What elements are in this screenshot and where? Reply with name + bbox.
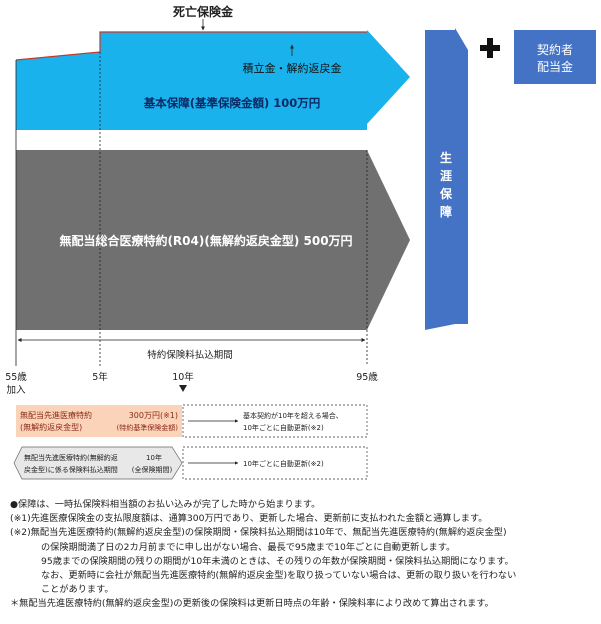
note-line: ●保障は、一時払保険料相当額のお払い込みが完了した時から始まります。: [10, 499, 321, 510]
note-line: なお、更新時に会社が無配当先進医療特約(無解約返戻金型)を取り扱っていない場合は…: [41, 570, 517, 582]
start-sub: 加入: [6, 385, 26, 396]
medical-rider-shape: [16, 150, 410, 330]
premium-term2: (全保険期間): [132, 465, 173, 474]
svg-text:保: 保: [439, 186, 453, 201]
death-benefit-line: [15, 31, 367, 61]
note-line: (※1)先進医療保険金の支払限度額は、通算300万円であり、更新した場合、更新前…: [10, 513, 488, 525]
advanced-rider-renew2: 10年ごとに自動更新(※2): [243, 423, 324, 432]
svg-text:涯: 涯: [440, 169, 452, 183]
end-age: 95歳: [356, 371, 378, 383]
advanced-rider-name2: (無解約返戻金型): [20, 422, 82, 432]
premium-name2: 戻金型)に係る保険料払込期間: [24, 465, 118, 474]
notes: ●保障は、一時払保険料相当額のお払い込みが完了した時から始まります。 (※1)先…: [10, 498, 598, 612]
note-line: ことがあります。: [41, 584, 114, 596]
yr10-label: 10年: [172, 371, 194, 383]
basic-coverage-shape: [16, 30, 410, 130]
start-age: 55歳: [5, 371, 27, 383]
note-line: 95歳までの保険期間の残りの期間が10年未満のときは、その残りの年数が保険期間・…: [41, 555, 514, 567]
premium-name1: 無配当先進医療特約(無解約返: [24, 453, 118, 462]
yr5-label: 5年: [92, 371, 108, 383]
advanced-rider-name1: 無配当先進医療特約: [20, 410, 92, 420]
lifetime-pillar: [425, 28, 468, 330]
dividend-line1: 契約者: [537, 42, 573, 57]
premium-period-box: [13, 446, 183, 480]
yr10-marker: [179, 385, 187, 392]
dividend-line2: 配当金: [537, 59, 573, 74]
advanced-rider-amount2: (特約基準保険金額): [117, 423, 179, 432]
note-line: の保険期間満了日の2カ月前までに申し出がない場合、最長で95歳まで10年ごとに自…: [41, 541, 456, 553]
basic-coverage-label: 基本保障(基準保険金額) 100万円: [143, 96, 321, 110]
accum-label: 積立金・解約返戻金: [243, 61, 342, 75]
payment-period-label: 特約保険料払込期間: [147, 349, 233, 361]
death-benefit-label: 死亡保険金: [173, 4, 234, 19]
advanced-rider-box: [16, 405, 182, 437]
note-line: (※2)無配当先進医療特約(無解約返戻金型)の保険期間・保険料払込期間は10年で…: [10, 527, 507, 539]
premium-renew-box: [182, 446, 368, 480]
premium-renew1: 10年ごとに自動更新(※2): [243, 459, 324, 468]
premium-term1: 10年: [146, 453, 162, 462]
medical-rider-label: 無配当総合医療特約(R04)(無解約返戻金型) 500万円: [59, 233, 352, 248]
advanced-rider-amount1: 300万円(※1): [129, 411, 178, 420]
svg-text:障: 障: [440, 204, 452, 219]
advanced-rider-renew1: 基本契約が10年を超える場合、: [243, 411, 343, 420]
svg-text:生: 生: [440, 150, 452, 165]
advanced-rider-renew-box: [182, 404, 368, 438]
insurance-diagram: 死亡保険金 積立金・解約返戻金 基本保障(基準保険金額) 100万円 無配当総合…: [5, 4, 596, 480]
dividend-box: [514, 30, 596, 84]
lifetime-label: 生 涯 保 障: [439, 150, 453, 219]
note-line: ＊無配当先進医療特約(無解約返戻金型)の更新後の保険料は更新日時点の年齢・保険料…: [10, 598, 494, 610]
plus-icon: [480, 38, 500, 58]
